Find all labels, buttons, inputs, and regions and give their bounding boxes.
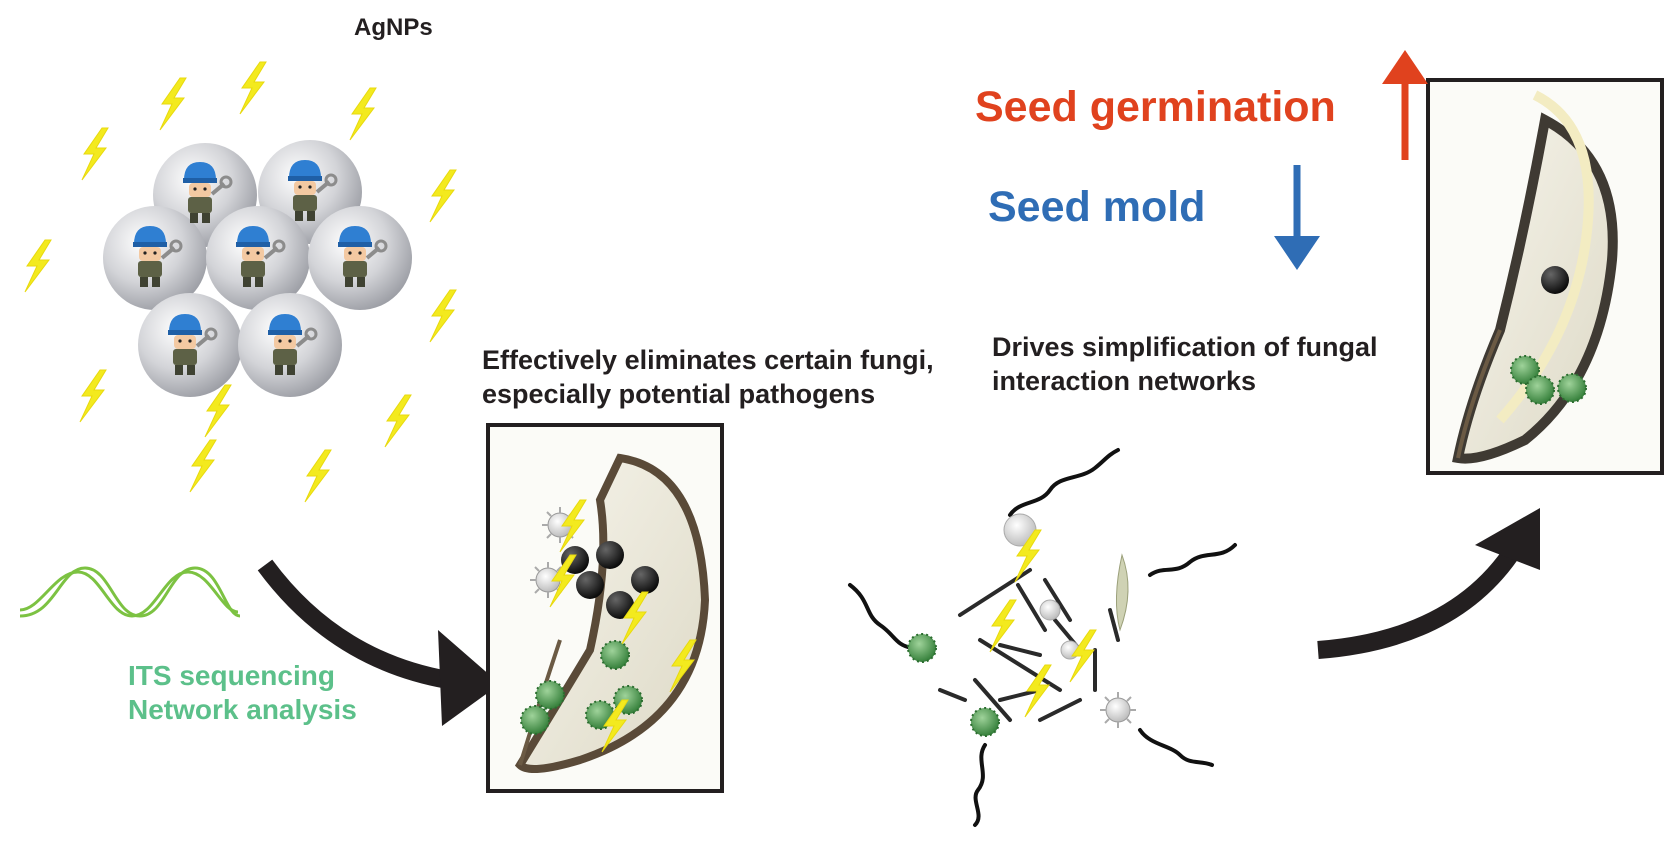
eliminates-fungi-line-1: Effectively eliminates certain fungi, bbox=[482, 345, 934, 375]
eliminates-fungi-line-2: especially potential pathogens bbox=[482, 379, 876, 409]
lightning-bolt-icon bbox=[429, 289, 457, 343]
lightning-bolt-icon bbox=[349, 87, 377, 141]
its-sequencing-line-1: ITS sequencing bbox=[128, 660, 335, 691]
dna-wave-icon bbox=[19, 566, 241, 618]
lightning-bolt-icon bbox=[384, 394, 412, 448]
arrow-down-icon bbox=[1274, 165, 1320, 270]
lightning-bolt-icon bbox=[159, 77, 187, 131]
network-simplification-line-2: interaction networks bbox=[992, 366, 1257, 396]
network-simplification-label: Drives simplification of fungal interact… bbox=[992, 330, 1378, 398]
seed-box-healthy bbox=[1426, 78, 1664, 475]
lightning-bolt-icon bbox=[429, 169, 457, 223]
curved-arrow-1 bbox=[257, 559, 500, 726]
seed-germination-label: Seed germination bbox=[975, 83, 1336, 131]
its-sequencing-label: ITS sequencing Network analysis bbox=[128, 659, 357, 727]
arrow-up-icon bbox=[1382, 50, 1428, 160]
agnps-label: AgNPs bbox=[354, 14, 433, 41]
lightning-bolt-icon bbox=[304, 449, 332, 503]
lightning-bolt-icon bbox=[81, 127, 109, 181]
lightning-bolt-icon bbox=[79, 369, 107, 423]
silver-nanoparticle-soldier-icon bbox=[103, 140, 412, 397]
lightning-bolt-icon bbox=[239, 61, 267, 115]
eliminates-fungi-label: Effectively eliminates certain fungi, es… bbox=[482, 343, 934, 411]
lightning-bolt-icon bbox=[24, 239, 52, 293]
curved-arrow-2 bbox=[1317, 508, 1540, 659]
seed-box-infected bbox=[486, 423, 724, 793]
lightning-bolt-icon bbox=[189, 439, 217, 493]
lightning-bolt-icon bbox=[1069, 629, 1097, 683]
its-sequencing-line-2: Network analysis bbox=[128, 694, 357, 725]
fungal-network-icon bbox=[848, 448, 1237, 827]
network-simplification-line-1: Drives simplification of fungal bbox=[992, 332, 1378, 362]
seed-mold-label: Seed mold bbox=[988, 183, 1206, 231]
